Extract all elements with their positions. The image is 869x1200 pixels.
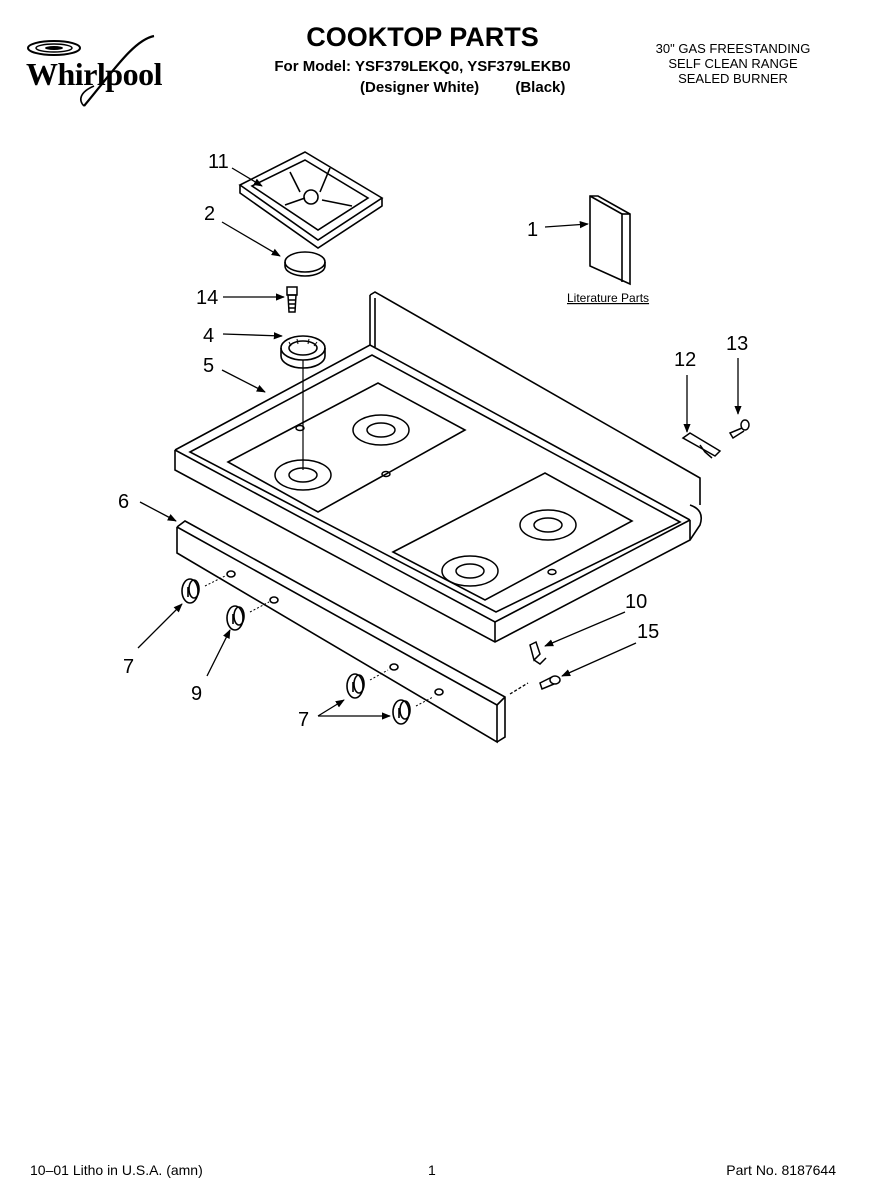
- screw-15: [539, 675, 561, 691]
- screw-14: [286, 286, 298, 313]
- part-number: Part No. 8187644: [726, 1162, 836, 1178]
- manifold-panel: [176, 520, 506, 744]
- surface-burners: [274, 414, 577, 587]
- literature-booklet: [589, 195, 631, 286]
- callout-numbers: 11 2 14 4 5 6 7 9 7 1 12 13 10 15 Litera…: [118, 151, 748, 731]
- callout-5: 5: [203, 355, 214, 377]
- callout-7-bottom: 7: [298, 709, 309, 731]
- callout-2: 2: [204, 203, 215, 225]
- page-number: 1: [428, 1162, 436, 1178]
- screw-13: [728, 419, 750, 440]
- control-knobs: [181, 578, 411, 725]
- range-info-line: 30" GAS FREESTANDING: [655, 41, 811, 56]
- callout-12: 12: [674, 349, 696, 371]
- range-info-line: SEALED BURNER: [678, 71, 788, 86]
- cooktop-panel: [174, 291, 703, 643]
- leader-arrows: [137, 167, 742, 720]
- callout-14: 14: [196, 287, 218, 309]
- brand-name: Whirlpool: [26, 56, 162, 92]
- range-info-line: SELF CLEAN RANGE: [668, 56, 798, 71]
- burner-cap: [284, 251, 326, 277]
- logo-swirl-icon: [27, 34, 155, 107]
- variant-designer-white: (Designer White): [360, 79, 480, 96]
- callout-1: 1: [527, 219, 538, 241]
- callout-10: 10: [625, 591, 647, 613]
- callout-13: 13: [726, 333, 748, 355]
- bracket-12: [681, 432, 722, 459]
- model-numbers: For Model: YSF379LEKQ0, YSF379LEKB0: [274, 58, 571, 75]
- callout-6: 6: [118, 491, 129, 513]
- callout-11: 11: [208, 151, 229, 173]
- model-variants: (Designer White) (Black): [360, 79, 565, 96]
- callout-7-left: 7: [123, 656, 134, 678]
- literature-parts-label: Literature Parts: [567, 291, 649, 305]
- litho-info: 10–01 Litho in U.S.A. (amn): [30, 1162, 203, 1178]
- callout-4: 4: [203, 325, 214, 347]
- callout-15: 15: [637, 621, 659, 643]
- range-description: 30" GAS FREESTANDING SELF CLEAN RANGE SE…: [633, 41, 833, 86]
- callout-9: 9: [191, 683, 202, 705]
- page-title: COOKTOP PARTS: [306, 22, 539, 52]
- variant-black: (Black): [515, 79, 566, 96]
- burner-grate: [238, 151, 384, 249]
- clip-10: [529, 640, 547, 665]
- whirlpool-logo: Whirlpool: [14, 30, 174, 110]
